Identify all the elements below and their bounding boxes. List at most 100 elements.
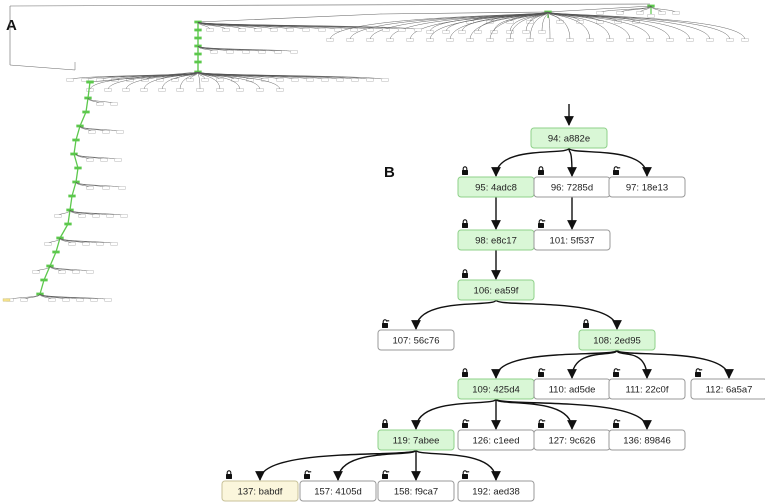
overview-side-node: [100, 158, 108, 162]
overview-side-node: [82, 242, 90, 246]
tree-node-136[interactable]: 136: 89846: [608, 419, 686, 451]
tree-node-112[interactable]: 112: 6a5a7: [690, 368, 765, 400]
overview-side-node: [116, 130, 124, 134]
overview-left-join: [9, 64, 76, 71]
overview-cluster-wide-node: [646, 38, 654, 42]
overview-side-node: [90, 298, 98, 302]
overview-cluster-wide-edge: [547, 11, 591, 41]
node-box: [608, 378, 686, 400]
overview-cluster-wide-node: [326, 38, 334, 42]
overview-cluster-d-node: [256, 88, 264, 92]
unlock-icon: [613, 166, 621, 175]
node-label: 136: 89846: [623, 436, 671, 447]
tree-node-111[interactable]: 111: 22c0f: [608, 368, 686, 400]
overview-cluster-a-node: [222, 28, 230, 32]
overview-side-node: [20, 298, 28, 302]
tree-node-96[interactable]: 96: 7285d: [533, 166, 611, 198]
overview-side-edge: [75, 181, 123, 189]
node-label: 96: 7285d: [551, 183, 593, 194]
tree-node-119[interactable]: 119: 7abee: [377, 419, 455, 451]
tree-node-110[interactable]: 110: ad5de: [533, 368, 611, 400]
overview-cluster-mid2-node: [522, 30, 530, 34]
overview-side-node: [104, 298, 112, 302]
overview-node: [647, 14, 655, 18]
overview-side-node: [58, 270, 66, 274]
overview-cluster-d-node: [196, 88, 204, 92]
overview-cluster-wide-edge: [529, 11, 549, 41]
overview-cluster-c-node: [336, 78, 344, 82]
overview-cluster-mid-node: [596, 20, 604, 24]
node-label: 111: 22c0f: [626, 385, 669, 396]
tree-node-108[interactable]: 108: 2ed95: [578, 319, 656, 351]
tree-node-192[interactable]: 192: aed38: [457, 470, 535, 502]
overview-side-node: [68, 242, 76, 246]
overview-side-node: [96, 242, 104, 246]
overview-side-node: [32, 270, 40, 274]
tree-node-98[interactable]: 98: e8c17: [457, 219, 535, 251]
overview-cluster-b-node: [210, 50, 218, 54]
overview-cluster-a-node: [238, 28, 246, 32]
edge-108-109: [491, 349, 618, 379]
node-label: 94: a882e: [548, 134, 590, 145]
node-label: 157: 4105d: [314, 487, 362, 498]
overview-cluster-c-node: [186, 78, 194, 82]
overview-cluster-a-edge: [197, 21, 291, 31]
edge-106-108: [495, 299, 622, 330]
overview-cluster-wide-edge: [547, 11, 611, 41]
overview-side-node: [44, 242, 52, 246]
tree-node-158[interactable]: 158: f9ca7: [377, 470, 455, 502]
overview-active-stem: [73, 139, 77, 155]
overview-cluster-wide-node: [546, 38, 554, 42]
overview-link: [379, 11, 549, 15]
overview-side-node: [102, 130, 110, 134]
tree-node-106[interactable]: 106: ea59f: [457, 269, 535, 301]
unlock-icon: [304, 470, 312, 479]
overview-cluster-b-node: [226, 50, 234, 54]
tree-node-157[interactable]: 157: 4105d: [299, 470, 377, 502]
tree-node-97[interactable]: 97: 18e13: [608, 166, 686, 198]
overview-cluster-a-node: [286, 28, 294, 32]
unlock-icon: [382, 319, 390, 328]
node-label: 112: 6a5a7: [706, 385, 753, 396]
edge-108-112: [616, 349, 734, 379]
overview-side-node: [48, 298, 56, 302]
node-label: 106: ea59f: [474, 286, 519, 297]
overview-cluster-wide-edge: [389, 11, 549, 41]
overview-cluster-wide-edge: [547, 11, 746, 41]
tree-node-107[interactable]: 107: 56c76: [377, 319, 455, 351]
overview-cluster-mid2-node: [474, 30, 482, 34]
tree-node-109[interactable]: 109: 425d4: [457, 368, 535, 400]
lock-icon: [462, 269, 468, 278]
overview-top-link: [9, 3, 651, 7]
overview-cluster-d-node: [140, 88, 148, 92]
node-label: 97: 18e13: [626, 183, 668, 194]
overview-cluster-a-edge: [197, 21, 307, 31]
overview-cluster-c-node: [141, 78, 149, 82]
overview-side-edge: [75, 153, 119, 161]
overview-cluster-a-node: [350, 28, 358, 32]
tree-node-94[interactable]: 94: a882e: [530, 127, 608, 149]
edge-94-97: [568, 147, 652, 177]
overview-cluster-wide-edge: [547, 11, 631, 41]
overview-active-stem: [59, 223, 69, 239]
overview-tree: [2, 3, 749, 302]
overview-cluster-a-node: [382, 28, 390, 32]
overview-cluster-wide-node: [426, 38, 434, 42]
overview-cluster-mid2-node: [442, 30, 450, 34]
overview-cluster-b-node: [242, 50, 250, 54]
overview-cluster-d-node: [122, 88, 130, 92]
overview-active-stem: [71, 181, 77, 197]
tree-node-126[interactable]: 126: c1eed: [457, 419, 535, 451]
overview-side-edge: [49, 265, 91, 273]
node-box: [377, 429, 455, 451]
overview-cluster-c-node: [66, 78, 74, 82]
overview-cluster-wide-edge: [547, 11, 551, 41]
tree-node-101[interactable]: 101: 5f537: [533, 219, 611, 251]
node-label: 108: 2ed95: [593, 336, 641, 347]
overview-side-node: [78, 214, 86, 218]
overview-cluster-wide-node: [586, 38, 594, 42]
node-box: [457, 279, 535, 301]
tree-node-137[interactable]: 137: babdf: [221, 470, 299, 502]
